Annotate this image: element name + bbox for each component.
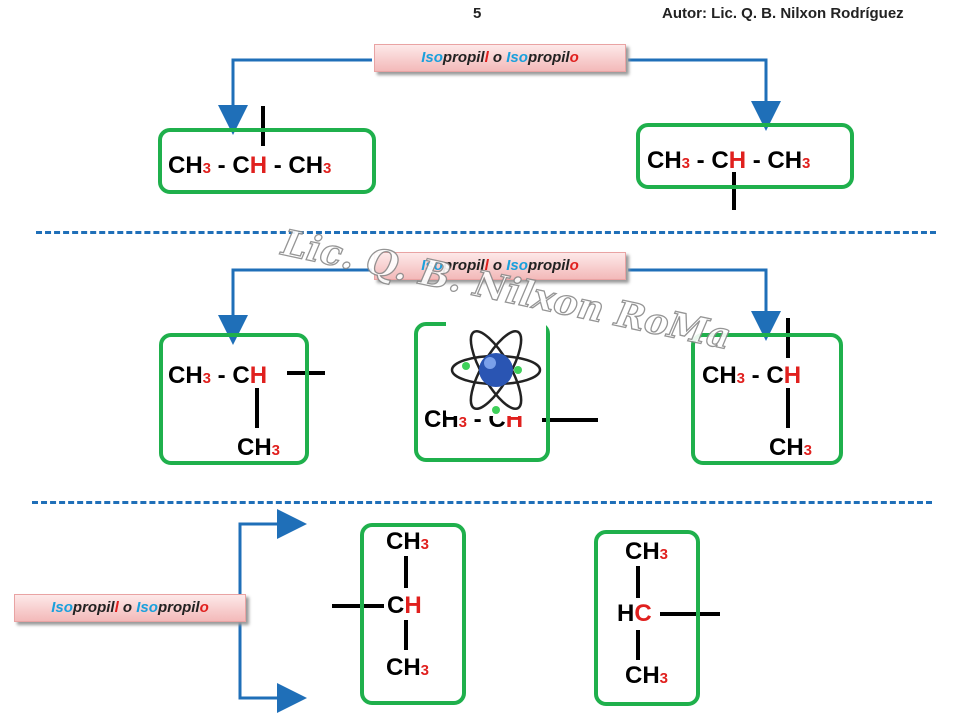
formula-top-left: CH3 - CH - CH3 [168, 152, 332, 179]
author-credit: Autor: Lic. Q. B. Nilxon Rodríguez [662, 5, 904, 22]
structure-box-mid-left [159, 333, 309, 465]
isopropyl-label-top: Isopropill o Isopropilo [374, 44, 626, 72]
formula-bottom-left-bottom: CH3 [386, 654, 430, 681]
formula-mid-left-branch: CH3 [237, 434, 281, 461]
formula-mid-right-main: CH3 - CH [702, 362, 802, 389]
structure-box-mid-right [691, 333, 843, 465]
formula-mid-right-branch: CH3 [769, 434, 813, 461]
structure-box-bottom-left [360, 523, 466, 705]
isopropyl-label-bottom: Isopropill o Isopropilo [14, 594, 246, 622]
formula-mid-left-main: CH3 - CH [168, 362, 268, 389]
structure-box-top-right [636, 123, 854, 189]
page-number: 5 [473, 5, 482, 22]
formula-bottom-right-bottom: CH3 [625, 662, 669, 689]
formula-bottom-right-top: CH3 [625, 538, 669, 565]
formula-bottom-right-center: HC [617, 600, 652, 627]
atom-icon [446, 320, 546, 416]
separator-bottom [32, 501, 932, 504]
structure-box-top-left [158, 128, 376, 194]
formula-bottom-left-top: CH3 [386, 528, 430, 555]
structure-box-bottom-right [594, 530, 700, 706]
separator-top [36, 231, 936, 234]
formula-bottom-left-center: CH [387, 592, 422, 619]
formula-top-right: CH3 - CH - CH3 [647, 147, 811, 174]
isopropyl-label-middle: Isopropill o Isopropilo [374, 252, 626, 280]
